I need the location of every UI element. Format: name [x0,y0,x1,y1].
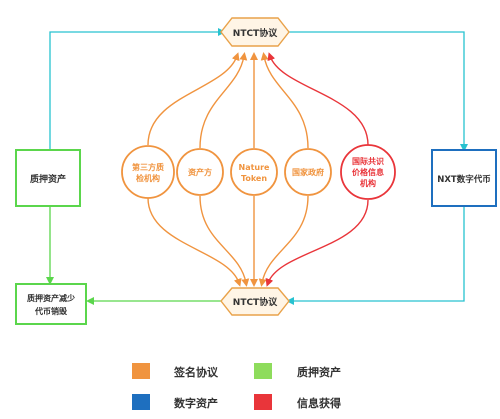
cyan-connectors [49,28,468,305]
collateral-node[interactable]: 质押资产 [15,149,81,207]
orange-curves-up [147,52,309,149]
third-party-line2: 检机构 [136,173,160,183]
intl-line3: 机构 [360,178,376,188]
top-protocol-node[interactable]: NTCT协议 [220,17,290,47]
nature-token-line2: Token [241,174,267,183]
legend-swatch-red [254,394,272,410]
legend-item-collateral: 质押资产 [254,363,341,379]
legend-swatch-orange [132,363,150,379]
intl-node[interactable]: 国际共识 价格信息 机构 [340,144,396,200]
legend-swatch-blue [132,394,150,410]
nature-token-line1: Nature [239,163,271,172]
legend-item-info: 信息获得 [254,394,341,410]
legend-label-info: 信息获得 [297,396,341,410]
orange-curves-down [147,195,309,287]
reduce-node[interactable]: 质押资产减少 代币销毁 [15,283,87,325]
gov-line1: 国家政府 [292,167,324,177]
reduce-label-line2: 代币销毁 [34,306,68,316]
top-protocol-to-nxt [289,31,468,152]
bottom-protocol-node[interactable]: NTCT协议 [220,287,290,316]
intl-line1: 国际共识 [352,156,384,166]
top-protocol-label: NTCT协议 [233,27,278,39]
nature-token-node[interactable]: Nature Token [230,148,278,196]
asset-party-node[interactable]: 资产方 [176,148,224,196]
curve-intl-up [267,52,369,146]
asset-party-line1: 资产方 [188,167,212,177]
nxt-to-bottom-protocol [286,206,465,305]
nxt-label: NXT数字代币 [437,174,491,185]
curve-gov-up [260,52,309,149]
green-connectors [46,206,222,305]
legend-label-digital: 数字资产 [174,396,218,410]
red-curves [265,52,369,287]
gov-node[interactable]: 国家政府 [284,148,332,196]
curve-third-party-up [147,52,240,146]
reduce-label-line1: 质押资产减少 [27,293,75,303]
collateral-to-top-protocol [49,28,226,150]
legend-item-digital: 数字资产 [132,394,218,410]
third-party-node[interactable]: 第三方质 检机构 [121,145,175,199]
third-party-line1: 第三方质 [132,162,164,172]
curve-gov-down [258,195,309,287]
curve-asset-party-down [199,195,250,287]
legend-label-collateral: 质押资产 [297,365,341,379]
curve-asset-party-up [199,52,248,149]
legend-label-sign: 签名协议 [173,365,219,379]
curve-intl-down [265,199,369,287]
legend-item-sign: 签名协议 [132,363,219,379]
collateral-label: 质押资产 [30,173,66,185]
intl-line2: 价格信息 [352,167,384,177]
nxt-node[interactable]: NXT数字代币 [431,149,497,207]
legend: 签名协议 质押资产 数字资产 信息获得 [132,363,341,410]
legend-swatch-green [254,363,272,379]
bottom-protocol-label: NTCT协议 [233,296,278,308]
curve-third-party-down [147,197,242,287]
